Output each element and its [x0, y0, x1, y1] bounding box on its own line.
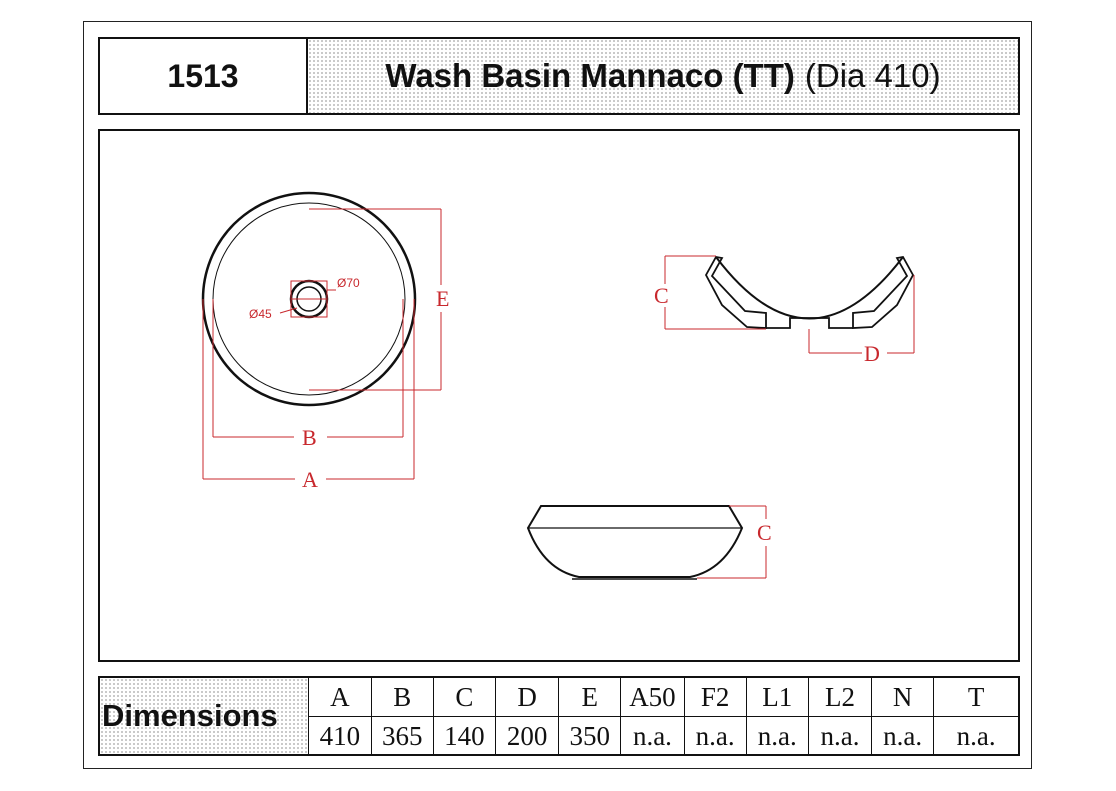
sheet-frame: [83, 21, 1032, 769]
dim-key: A50: [620, 678, 685, 717]
dim-key: L2: [807, 678, 872, 717]
dimension-drain: [279, 280, 336, 318]
label-c-side: C: [654, 283, 669, 308]
label-b: B: [302, 425, 317, 450]
dimensions-table: Dimensions A B C D E A50 F2 L1 L2 N T 41…: [98, 676, 1020, 756]
label-dia-70: Ø70: [337, 276, 360, 290]
title-diameter: (Dia 410): [804, 57, 941, 94]
product-title: Wash Basin Mannaco (TT) (Dia 410): [308, 39, 1018, 113]
dimensions-value-row: 410 365 140 200 350 n.a. n.a. n.a. n.a. …: [309, 716, 1018, 755]
dim-value: 365: [370, 716, 434, 755]
label-c-front: C: [757, 520, 772, 545]
dim-value: n.a.: [745, 716, 809, 755]
dimension-a: [202, 299, 415, 480]
dimensions-header-row: A B C D E A50 F2 L1 L2 N T: [309, 678, 1018, 717]
dim-key: F2: [683, 678, 747, 717]
technical-drawing: E B A Ø70: [98, 129, 1020, 662]
dimensions-label: Dimensions: [100, 678, 309, 754]
header-bar: 1513 Wash Basin Mannaco (TT) (Dia 410): [98, 37, 1020, 115]
section-drain: [766, 317, 853, 329]
dimensions-grid: A B C D E A50 F2 L1 L2 N T 410 365 140 2…: [309, 678, 1018, 755]
dim-value: n.a.: [683, 716, 747, 755]
dim-value: n.a.: [620, 716, 685, 755]
dim-key: L1: [745, 678, 809, 717]
dim-key: C: [432, 678, 496, 717]
top-view: E B A Ø70: [201, 191, 449, 492]
drawing-canvas: E B A Ø70: [201, 191, 915, 580]
dim-key: T: [933, 678, 1018, 717]
dim-key: A: [309, 678, 372, 717]
dim-value: n.a.: [933, 716, 1018, 755]
dim-value: n.a.: [807, 716, 872, 755]
label-a: A: [302, 467, 318, 492]
front-view: C: [526, 505, 772, 580]
section-view: C D: [654, 255, 915, 366]
label-e: E: [436, 286, 449, 311]
dim-value: n.a.: [871, 716, 934, 755]
section-right-wall: [852, 256, 915, 329]
dim-value: 200: [495, 716, 559, 755]
dim-key: B: [370, 678, 434, 717]
dim-value: 140: [432, 716, 496, 755]
label-d: D: [864, 341, 880, 366]
dim-value: 350: [558, 716, 621, 755]
product-code: 1513: [100, 39, 308, 113]
dimension-b: [212, 299, 404, 438]
dimension-c-front: [697, 505, 767, 579]
label-dia-45: Ø45: [249, 307, 272, 321]
dim-key: E: [558, 678, 621, 717]
front-basin-outline: [526, 505, 744, 578]
dim-key: N: [871, 678, 934, 717]
dimension-e: [309, 208, 442, 391]
dimension-c-side: [664, 255, 766, 330]
dim-key: D: [495, 678, 559, 717]
title-name: Wash Basin Mannaco (TT): [385, 57, 795, 94]
section-left-wall: [704, 256, 767, 329]
dim-value: 410: [319, 720, 361, 751]
dimension-d: [808, 275, 915, 354]
